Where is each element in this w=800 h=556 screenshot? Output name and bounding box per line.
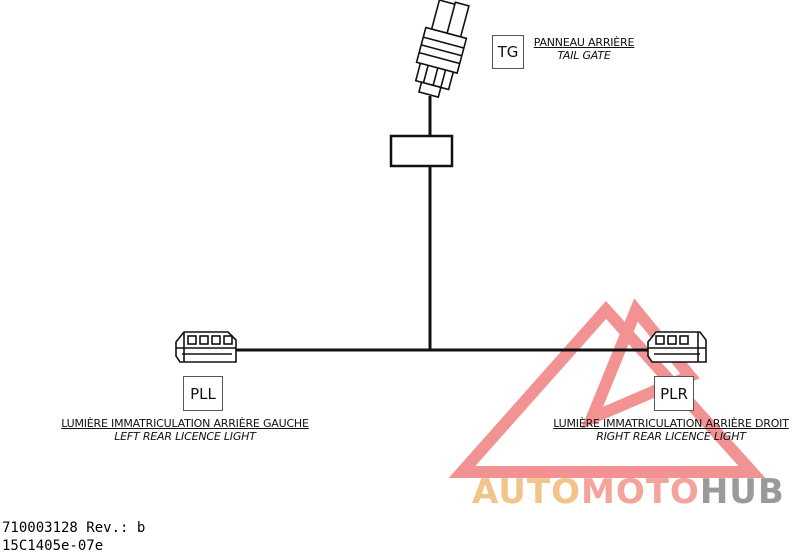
- part-number: 710003128 Rev.: b: [2, 520, 146, 536]
- watermark-logo: [448, 298, 766, 478]
- left-light-connector: [175, 331, 237, 363]
- right-light-label: LUMIÈRE IMMATRICULATION ARRIÈRE DROIT RI…: [544, 417, 798, 443]
- tailgate-connector: [414, 0, 470, 99]
- right-light-connector: [647, 331, 707, 363]
- wire-harness: [236, 96, 648, 352]
- right-light-label-fr: LUMIÈRE IMMATRICULATION ARRIÈRE DROIT: [553, 417, 789, 430]
- tailgate-code: TG: [492, 35, 524, 69]
- tailgate-label-en: TAIL GATE: [557, 49, 611, 62]
- tailgate-label: PANNEAU ARRIÈRE TAIL GATE: [522, 36, 646, 62]
- watermark-auto: AUTO: [472, 472, 581, 512]
- right-light-label-en: RIGHT REAR LICENCE LIGHT: [596, 430, 746, 443]
- watermark-text: AUTOMOTOHUB: [472, 472, 785, 512]
- left-light-label: LUMIÈRE IMMATRICULATION ARRIÈRE GAUCHE L…: [58, 417, 312, 443]
- drawing-id: 15C1405e-07e: [2, 538, 104, 554]
- left-light-label-en: LEFT REAR LICENCE LIGHT: [114, 430, 256, 443]
- watermark-hub: HUB: [699, 472, 785, 512]
- left-light-code: PLL: [183, 376, 223, 411]
- watermark-moto: MOTO: [580, 472, 700, 512]
- harness-clip: [389, 134, 454, 168]
- left-light-label-fr: LUMIÈRE IMMATRICULATION ARRIÈRE GAUCHE: [61, 417, 309, 430]
- tailgate-label-fr: PANNEAU ARRIÈRE: [533, 36, 635, 49]
- right-light-code: PLR: [654, 376, 694, 411]
